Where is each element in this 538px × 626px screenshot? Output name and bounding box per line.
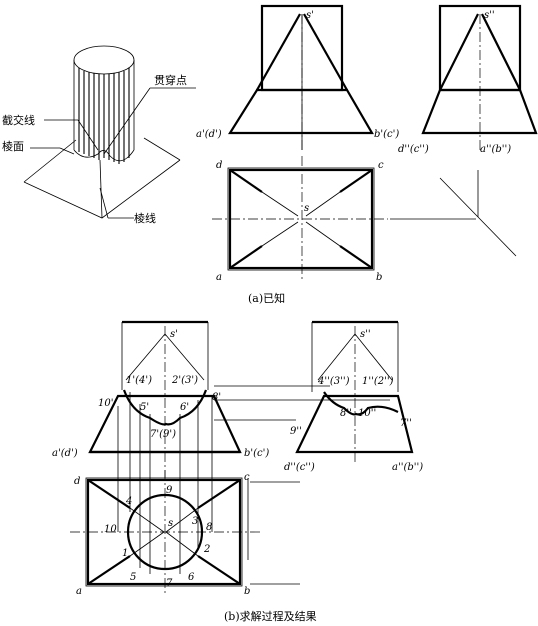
b-front-p10-label: 10' [98, 398, 113, 409]
front-right-corner-label: b'(c') [374, 129, 399, 140]
b-top-n8-label: 8 [206, 522, 212, 533]
b-front-p23-label: 2'(3') [171, 375, 198, 386]
b-side-p8-label: 8'' [340, 408, 352, 419]
b-front-p79-label: 7'(9') [150, 429, 176, 440]
b-side-left-corner-label: d''(c'') [284, 462, 315, 473]
view-b-top: d c a b s 4 9 10 3 8 1 2 5 6 7 [70, 470, 300, 597]
piercing-point-label: 贯穿点 [154, 73, 187, 87]
face-label: 棱面 [2, 140, 24, 153]
b-top-s-label: s [168, 518, 173, 529]
b-top-d-label: d [74, 476, 80, 487]
top-a-label: a [216, 272, 222, 283]
view-b-front: s' 1'(4') 2'(3') 10' 8' 5' 6' 7'(9') a'(… [52, 320, 269, 478]
b-top-n2-label: 2 [203, 544, 210, 555]
view-a-side: s'' d''(c'') a''(b'') [398, 4, 538, 257]
side-right-corner-label: a''(b'') [480, 144, 511, 155]
b-front-left-corner-label: a'(d') [52, 448, 78, 459]
b-side-p7-label: 7'' [400, 418, 412, 429]
b-front-right-corner-label: b'(c') [244, 448, 269, 459]
b-top-n10-label: 10 [104, 524, 117, 535]
b-top-n3-label: 3 [192, 516, 198, 527]
b-side-right-corner-label: a''(b'') [392, 462, 423, 473]
top-b-label: b [376, 272, 382, 283]
b-front-p6-label: 6' [180, 402, 189, 413]
view-a-top: d c a b s [212, 156, 476, 283]
b-side-p12-label: 1''(2'') [362, 376, 394, 387]
b-front-p8-label: 8' [212, 392, 221, 403]
caption-a: (a)已知 [248, 291, 285, 305]
front-apex-label: s' [306, 10, 314, 21]
intersection-line-label: 截交线 [2, 113, 35, 127]
front-left-corner-label: a'(d') [196, 129, 222, 140]
b-top-a-label: a [76, 586, 82, 597]
caption-b: (b)求解过程及结果 [224, 609, 317, 623]
b-top-n5-label: 5 [130, 572, 136, 583]
b-side-apex-label: s'' [360, 329, 371, 340]
view-b-side: s'' 4''(3'') 1''(2'') 9'' 7'' 8'' 10'' d… [284, 320, 423, 473]
side-apex-label: s'' [484, 10, 495, 21]
side-left-corner-label: d''(c'') [398, 144, 429, 155]
top-s-label: s [304, 203, 309, 214]
b-top-n4-label: 4 [125, 496, 132, 507]
b-front-apex-label: s' [170, 329, 178, 340]
top-d-label: d [216, 160, 222, 171]
b-top-n6-label: 6 [188, 572, 195, 583]
b-top-n7-label: 7 [166, 578, 173, 589]
b-top-n9-label: 9 [166, 485, 173, 496]
b-top-b-label: b [244, 586, 250, 597]
b-top-n1-label: 1 [122, 548, 128, 559]
b-front-p14-label: 1'(4') [126, 375, 152, 386]
b-side-p10-label: 10'' [358, 408, 376, 419]
b-top-c-label: c [244, 472, 250, 483]
edge-line-label: 棱线 [134, 211, 156, 225]
construction-lines-b [117, 385, 390, 574]
b-side-p43-label: 4''(3'') [317, 376, 350, 387]
b-side-p9-label: 9'' [290, 426, 302, 437]
view-a-front: s' a'(d') b'(c') [196, 4, 399, 150]
isometric-sketch: 截交线 棱面 贯穿点 棱线 [2, 45, 196, 225]
b-front-p5-label: 5' [140, 402, 149, 413]
top-c-label: c [378, 160, 384, 171]
